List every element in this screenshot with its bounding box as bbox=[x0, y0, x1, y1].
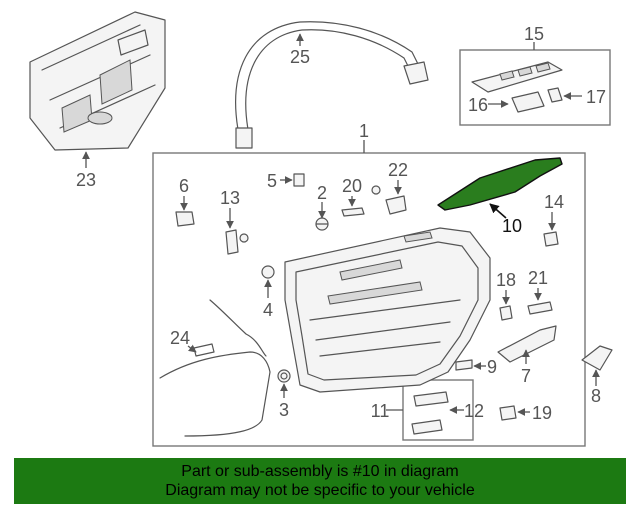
part-24-wire-harness bbox=[159, 299, 271, 437]
callout-3: 3 bbox=[279, 400, 289, 420]
part-21-switch bbox=[527, 301, 553, 315]
leader-10 bbox=[489, 203, 507, 219]
callout-12: 12 bbox=[464, 401, 484, 421]
callout-18: 18 bbox=[496, 270, 516, 290]
callout-8: 8 bbox=[591, 386, 601, 406]
footer-line-disclaimer: Diagram may not be specific to your vehi… bbox=[165, 482, 475, 499]
callout-20: 20 bbox=[342, 176, 362, 196]
part-23-door-module bbox=[29, 11, 166, 151]
part-2-fastener bbox=[315, 217, 329, 231]
callout-23: 23 bbox=[76, 170, 96, 190]
callout-24: 24 bbox=[170, 328, 190, 348]
callout-16: 16 bbox=[468, 95, 488, 115]
callout-1: 1 bbox=[359, 121, 369, 141]
part-3-grommet bbox=[277, 369, 291, 383]
callout-4: 4 bbox=[263, 300, 273, 320]
callout-5: 5 bbox=[267, 171, 277, 191]
callout-13: 13 bbox=[220, 188, 240, 208]
callout-22: 22 bbox=[388, 160, 408, 180]
part-12-lamp bbox=[411, 391, 449, 435]
callout-19: 19 bbox=[532, 403, 552, 423]
part-14-bracket bbox=[543, 231, 559, 247]
part-7-handle bbox=[497, 325, 557, 363]
callout-2: 2 bbox=[317, 183, 327, 203]
part-4-plug bbox=[261, 265, 275, 279]
part-17-switch bbox=[547, 87, 563, 103]
assembly-box bbox=[152, 152, 586, 447]
part-20-pad bbox=[341, 207, 365, 217]
callout-25: 25 bbox=[290, 47, 310, 67]
part-5-clip bbox=[293, 173, 305, 187]
part-18-pad bbox=[499, 305, 513, 321]
callout-7: 7 bbox=[521, 366, 531, 386]
part-10-upper-trim-highlighted bbox=[437, 157, 563, 211]
callout-17: 17 bbox=[586, 87, 606, 107]
part-13-bracket bbox=[225, 229, 249, 255]
part-19-clip bbox=[499, 405, 517, 421]
switch-assembly-box bbox=[459, 49, 611, 126]
parts-diagram: 1 2 3 4 5 6 7 8 9 10 11 12 13 14 15 16 1… bbox=[29, 11, 613, 447]
footer-banner: Part or sub-assembly is #10 in diagram D… bbox=[14, 458, 626, 504]
callout-10: 10 bbox=[502, 216, 522, 236]
callout-9: 9 bbox=[487, 357, 497, 377]
callout-6: 6 bbox=[179, 176, 189, 196]
part-1-door-trim-panel bbox=[284, 227, 491, 393]
callout-21: 21 bbox=[528, 268, 548, 288]
callout-14: 14 bbox=[544, 192, 564, 212]
leader-24 bbox=[187, 344, 197, 353]
part-25-weatherstrip bbox=[235, 21, 429, 149]
callout-15: 15 bbox=[524, 24, 544, 44]
footer-line-part: Part or sub-assembly is #10 in diagram bbox=[181, 463, 459, 480]
part-16-switch bbox=[511, 91, 545, 113]
callout-11: 11 bbox=[371, 401, 390, 421]
part-15-switch-bezel bbox=[471, 61, 563, 93]
part-22-bracket bbox=[371, 185, 407, 215]
part-8-cover bbox=[581, 345, 613, 371]
part-9-clip bbox=[455, 359, 473, 371]
part-6-clip bbox=[175, 211, 195, 227]
